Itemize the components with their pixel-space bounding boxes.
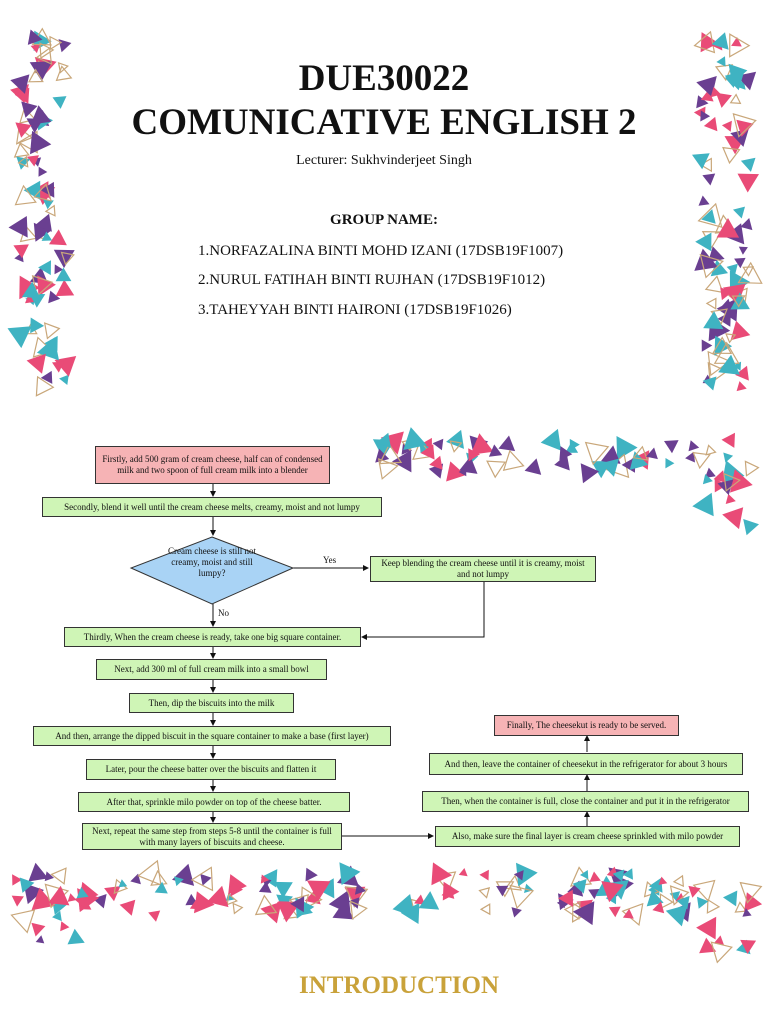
end-terminal: Finally, The cheesekut is ready to be se… bbox=[494, 715, 679, 736]
step-blend: Secondly, blend it well until the cream … bbox=[42, 497, 382, 517]
step-container: Thirdly, When the cream cheese is ready,… bbox=[64, 627, 361, 647]
step-dip: Then, dip the biscuits into the milk bbox=[129, 693, 294, 713]
start-terminal: Firstly, add 500 gram of cream cheese, h… bbox=[95, 446, 330, 484]
step-pour: Later, pour the cheese batter over the b… bbox=[86, 759, 336, 780]
decision-text: Cream cheese is still not creamy, moist … bbox=[168, 546, 256, 578]
section-title-introduction: INTRODUCTION bbox=[298, 972, 500, 999]
step-milk: Next, add 300 ml of full cream milk into… bbox=[96, 659, 327, 680]
no-label: No bbox=[218, 608, 229, 618]
step-sprinkle: After that, sprinkle milo powder on top … bbox=[78, 792, 350, 812]
member-3: 3.TAHEYYAH BINTI HAIRONI (17DSB19F1026) bbox=[198, 302, 512, 318]
member-1: 1.NORFAZALINA BINTI MOHD IZANI (17DSB19F… bbox=[198, 243, 564, 259]
step-arrange: And then, arrange the dipped biscuit in … bbox=[33, 726, 391, 746]
step-repeat: Next, repeat the same step from steps 5-… bbox=[82, 823, 342, 850]
step-close: Then, when the container is full, close … bbox=[422, 791, 749, 812]
course-name: COMUNICATIVE ENGLISH 2 bbox=[131, 102, 637, 143]
yes-label: Yes bbox=[323, 555, 337, 565]
lecturer: Lecturer: Sukhvinderjeet Singh bbox=[296, 153, 472, 168]
step-final-layer: Also, make sure the final layer is cream… bbox=[435, 826, 740, 847]
step-leave: And then, leave the container of cheesek… bbox=[429, 753, 743, 775]
step-keep-blending: Keep blending the cream cheese until it … bbox=[370, 556, 596, 582]
group-heading: GROUP NAME: bbox=[330, 212, 438, 228]
member-2: 2.NURUL FATIHAH BINTI RUJHAN (17DSB19F10… bbox=[198, 272, 546, 288]
course-code: DUE30022 bbox=[298, 58, 470, 99]
